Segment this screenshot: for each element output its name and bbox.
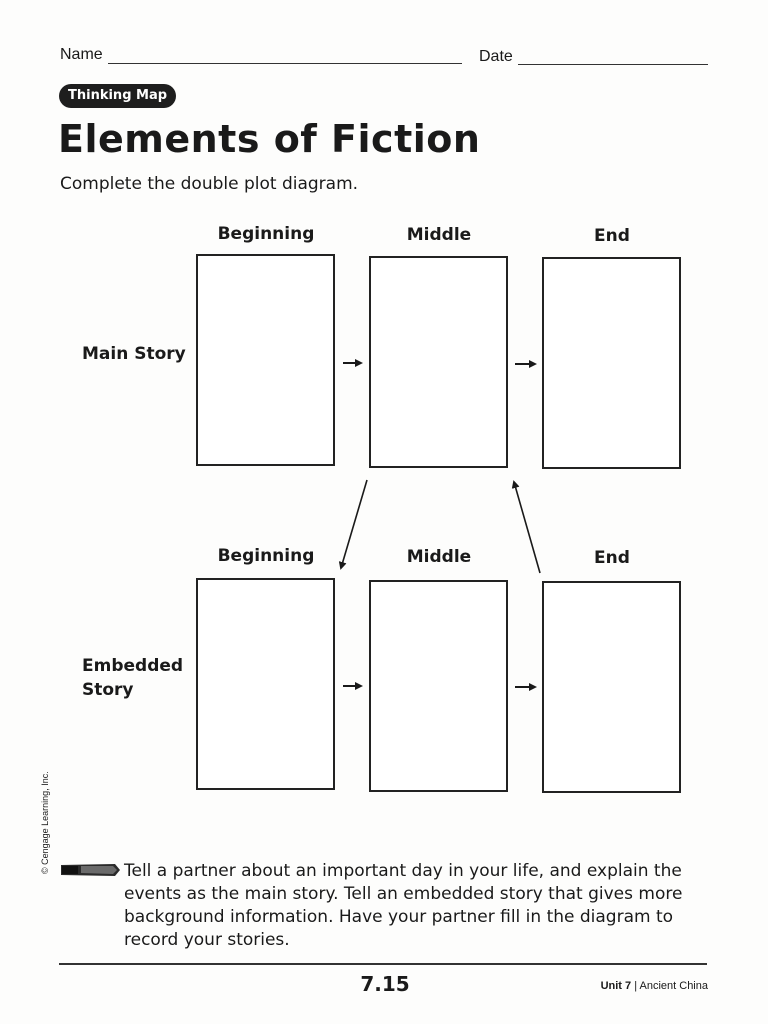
- thinking-map-badge: Thinking Map: [59, 84, 177, 108]
- copyright-notice: © Cengage Learning, Inc.: [40, 771, 50, 874]
- name-field-line[interactable]: [108, 63, 462, 64]
- date-label: Date: [479, 48, 513, 65]
- footer-rule: [59, 963, 707, 965]
- embedded-end-box[interactable]: [542, 581, 681, 793]
- embedded-story-label: Embedded Story: [82, 654, 183, 702]
- prompt-line-2: events as the main story. Tell an embedd…: [124, 884, 683, 904]
- embedded-story-label-line2: Story: [82, 680, 134, 700]
- page-title: Elements of Fiction: [58, 117, 481, 161]
- main-end-box[interactable]: [542, 257, 681, 469]
- embedded-beginning-box[interactable]: [196, 578, 335, 790]
- main-beginning-box[interactable]: [196, 254, 335, 466]
- arrow-main-middle-to-embedded-beginning: [338, 479, 368, 570]
- page-number: 7.15: [360, 972, 410, 996]
- speaking-banner-icon: [61, 864, 120, 876]
- main-beginning-heading: Beginning: [217, 224, 315, 244]
- embedded-story-label-line1: Embedded: [82, 656, 184, 676]
- main-end-heading: End: [594, 226, 630, 246]
- embedded-middle-box[interactable]: [369, 580, 508, 792]
- embedded-beginning-heading: Beginning: [217, 546, 315, 566]
- embedded-end-heading: End: [594, 548, 630, 568]
- name-label: Name: [60, 46, 103, 63]
- arrow-embedded-end-to-main-middle: [511, 480, 541, 574]
- partner-activity-prompt: Tell a partner about an important day in…: [124, 860, 724, 952]
- footer-separator: |: [634, 980, 638, 992]
- prompt-line-3: background information. Have your partne…: [124, 907, 674, 927]
- prompt-line-1: Tell a partner about an important day in…: [124, 861, 682, 881]
- prompt-line-4: record your stories.: [124, 930, 290, 950]
- footer-unit-info: Unit 7 | Ancient China: [601, 980, 708, 992]
- footer-unit-title: Ancient China: [639, 980, 709, 992]
- main-middle-heading: Middle: [406, 225, 472, 245]
- main-story-label: Main Story: [82, 344, 186, 364]
- footer-unit-number: Unit 7: [600, 980, 632, 992]
- date-field-line[interactable]: [518, 64, 708, 65]
- main-middle-box[interactable]: [369, 256, 508, 468]
- instructions-text: Complete the double plot diagram.: [60, 174, 359, 194]
- embedded-middle-heading: Middle: [406, 547, 472, 567]
